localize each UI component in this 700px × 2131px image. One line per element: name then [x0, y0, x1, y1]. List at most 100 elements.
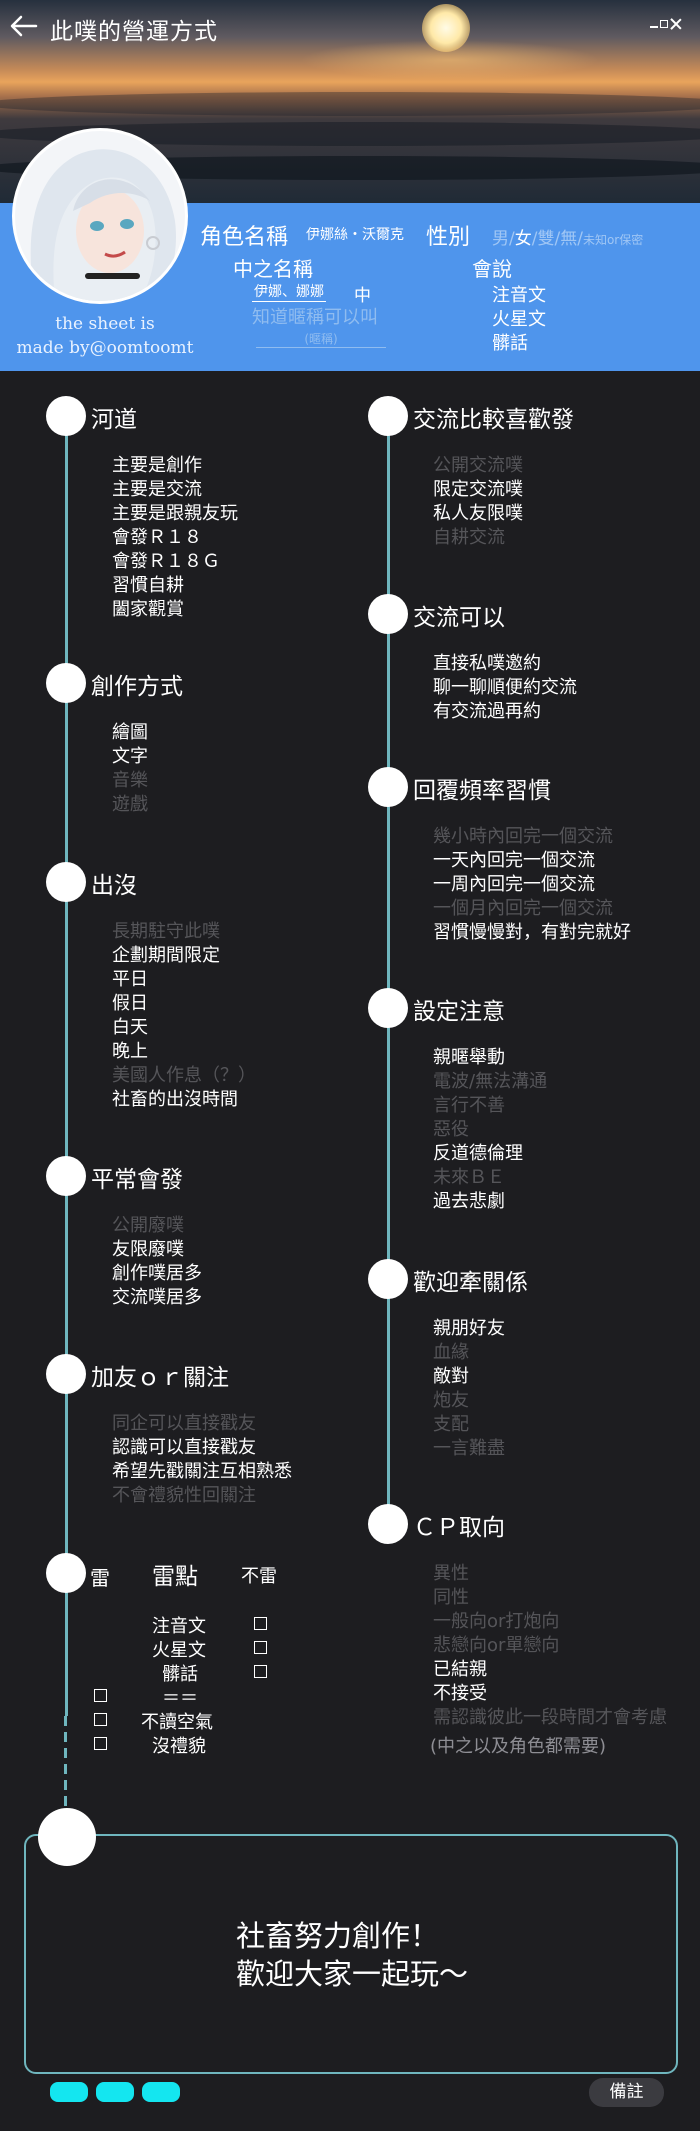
option-appear[interactable]: 長期駐守此噗 [112, 921, 220, 942]
option-appear[interactable]: 平日 [112, 969, 148, 990]
slogan-line: 社畜努力創作！ [236, 1919, 440, 1953]
section-title-create: 創作方式 [91, 674, 183, 700]
option-appear[interactable]: 假日 [112, 993, 148, 1014]
option-hedao[interactable]: 會發Ｒ１８ [112, 527, 202, 548]
option-appear[interactable]: 企劃期間限定 [112, 945, 220, 966]
timeline-dashed-end [64, 1716, 67, 1808]
option-hedao[interactable]: 會發Ｒ１８Ｇ [112, 551, 220, 572]
option-create[interactable]: 音樂 [112, 770, 148, 791]
option-setting[interactable]: 電波/無法溝通 [433, 1071, 548, 1092]
option-create[interactable]: 文字 [112, 746, 148, 767]
option-cp[interactable]: 已結親 [433, 1659, 487, 1680]
option-setting[interactable]: 未來ＢＥ [433, 1167, 505, 1188]
option-usual[interactable]: 公開廢噗 [112, 1215, 184, 1236]
section-title-prefer: 交流比較喜歡發 [413, 407, 574, 433]
option-friend[interactable]: 認識可以直接戳友 [112, 1437, 256, 1458]
option-setting[interactable]: 親暱舉動 [433, 1047, 505, 1068]
option-appear[interactable]: 美國人作息（？） [112, 1065, 256, 1086]
option-setting[interactable]: 言行不善 [433, 1095, 505, 1116]
gender-option-female[interactable]: 女 [514, 229, 532, 249]
option-create[interactable]: 遊戲 [112, 794, 148, 815]
option-hedao[interactable]: 主要是創作 [112, 455, 202, 476]
maximize-icon[interactable] [660, 20, 668, 28]
section-dot-cp [368, 1504, 408, 1544]
option-canexchange[interactable]: 聊一聊順便約交流 [433, 677, 577, 698]
option-appear[interactable]: 白天 [112, 1017, 148, 1038]
language-item: 火星文 [492, 309, 546, 330]
language-item: 髒話 [492, 333, 528, 354]
option-usual[interactable]: 交流噗居多 [112, 1287, 202, 1308]
back-arrow-icon[interactable] [9, 12, 39, 40]
section-dot-reply [368, 767, 408, 807]
mine-checkbox[interactable] [94, 1737, 107, 1750]
oc-name-suffix: 中 [354, 286, 371, 306]
option-prefer[interactable]: 公開交流噗 [433, 455, 523, 476]
section-title-usual: 平常會發 [91, 1167, 183, 1193]
option-canexchange[interactable]: 有交流過再約 [433, 701, 541, 722]
section-dot-mine [46, 1553, 86, 1593]
option-setting[interactable]: 過去悲劇 [433, 1191, 505, 1212]
option-usual[interactable]: 創作噗居多 [112, 1263, 202, 1284]
option-prefer[interactable]: 自耕交流 [433, 527, 505, 548]
option-create[interactable]: 繪圖 [112, 722, 148, 743]
gender-option-none[interactable]: 無 [560, 229, 578, 249]
message-box-dot [38, 1808, 96, 1866]
option-relation[interactable]: 支配 [433, 1414, 469, 1435]
option-setting[interactable]: 反道德倫理 [433, 1143, 523, 1164]
mine-checkbox[interactable] [254, 1665, 267, 1678]
option-cp[interactable]: 不接受 [433, 1683, 487, 1704]
gender-option-male[interactable]: 男 [492, 229, 509, 249]
option-cp[interactable]: 一般向or打炮向 [433, 1611, 560, 1632]
option-reply[interactable]: 一天內回完一個交流 [433, 850, 595, 871]
option-relation[interactable]: 一言難盡 [433, 1438, 505, 1459]
option-cp[interactable]: 異性 [433, 1563, 469, 1584]
section-title-reply: 回覆頻率習慣 [413, 778, 551, 804]
slogan: 社畜努力創作！ 歡迎大家一起玩～ [236, 1917, 468, 1993]
option-prefer[interactable]: 限定交流噗 [433, 479, 523, 500]
option-relation[interactable]: 敵對 [433, 1366, 469, 1387]
mine-checkbox[interactable] [254, 1641, 267, 1654]
option-canexchange[interactable]: 直接私噗邀約 [433, 653, 541, 674]
option-friend[interactable]: 同企可以直接戳友 [112, 1413, 256, 1434]
mine-checkbox[interactable] [254, 1617, 267, 1630]
option-prefer[interactable]: 私人友限噗 [433, 503, 523, 524]
option-hedao[interactable]: 習慣自耕 [112, 575, 184, 596]
option-relation[interactable]: 親朋好友 [433, 1318, 505, 1339]
note-button[interactable]: 備註 [589, 2078, 664, 2107]
gender-option-both[interactable]: 雙 [537, 229, 555, 249]
character-name-value: 伊娜絲・沃爾克 [306, 227, 404, 243]
option-relation[interactable]: 炮友 [433, 1390, 469, 1411]
mine-checkbox[interactable] [94, 1713, 107, 1726]
page-indicator-pill[interactable] [50, 2082, 88, 2102]
option-hedao[interactable]: 主要是跟親友玩 [112, 503, 238, 524]
oc-name-value: 伊娜、娜娜 [252, 281, 326, 302]
section-dot-prefer [368, 396, 408, 436]
option-cp[interactable]: 需認識彼此一段時間才會考慮 [433, 1707, 667, 1728]
option-usual[interactable]: 友限廢噗 [112, 1239, 184, 1260]
option-friend[interactable]: 希望先戳關注互相熟悉 [112, 1461, 292, 1482]
option-reply[interactable]: 習慣慢慢對，有對完就好 [433, 922, 631, 943]
page-indicator-pill[interactable] [96, 2082, 134, 2102]
option-relation[interactable]: 血緣 [433, 1342, 469, 1363]
page-indicator-pill[interactable] [142, 2082, 180, 2102]
mine-checkbox[interactable] [94, 1689, 107, 1702]
gender-option-unknown[interactable]: 未知or保密 [582, 233, 644, 247]
option-appear[interactable]: 晚上 [112, 1041, 148, 1062]
option-friend[interactable]: 不會禮貌性回關注 [112, 1485, 256, 1506]
option-reply[interactable]: 一個月內回完一個交流 [433, 898, 613, 919]
section-title-appear: 出沒 [91, 873, 137, 899]
option-reply[interactable]: 幾小時內回完一個交流 [433, 826, 613, 847]
option-cp[interactable]: 悲戀向or單戀向 [433, 1635, 560, 1656]
option-setting[interactable]: 惡役 [433, 1119, 469, 1140]
option-reply[interactable]: 一周內回完一個交流 [433, 874, 595, 895]
minimize-icon[interactable] [650, 26, 658, 28]
section-dot-canexchange [368, 594, 408, 634]
option-hedao[interactable]: 主要是交流 [112, 479, 202, 500]
close-icon[interactable] [670, 18, 682, 30]
option-hedao[interactable]: 闔家觀賞 [112, 599, 184, 620]
mine-item: 沒禮貌 [152, 1736, 206, 1757]
option-appear[interactable]: 社畜的出沒時間 [112, 1089, 238, 1110]
section-dot-create [46, 663, 86, 703]
option-cp[interactable]: 同性 [433, 1587, 469, 1608]
oc-name-label: 中之名稱 [233, 257, 313, 281]
